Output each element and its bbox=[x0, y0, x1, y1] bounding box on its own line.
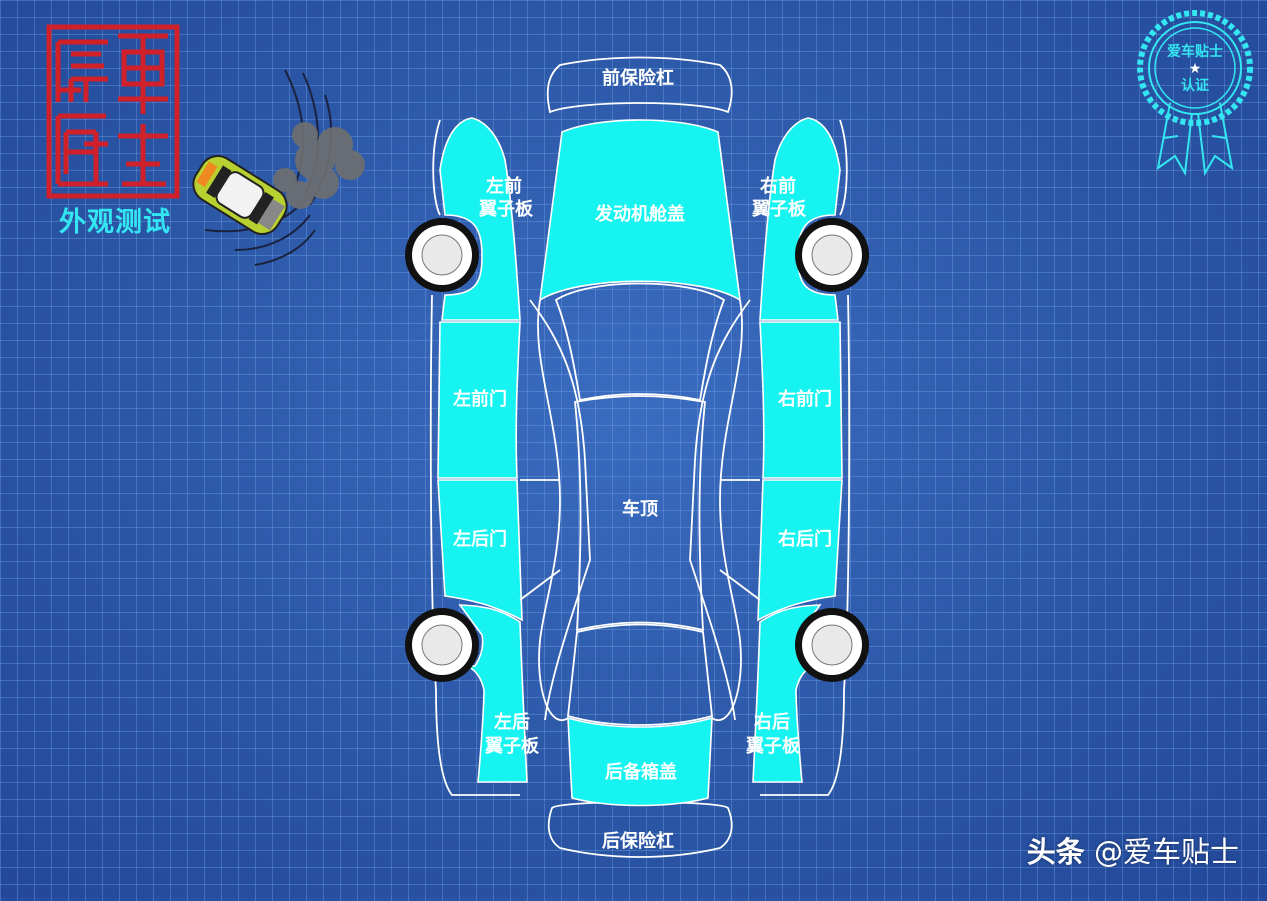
left-rear-door-panel bbox=[437, 479, 523, 622]
label-trunk: 后备箱盖 bbox=[605, 761, 677, 783]
label-left-front-fender-line2: 翼子板 bbox=[478, 198, 534, 220]
body-outline bbox=[537, 299, 743, 721]
front-bumper-panel bbox=[546, 56, 733, 114]
logo-stamp bbox=[46, 24, 180, 199]
wheels bbox=[405, 218, 869, 682]
wheel-rear-right bbox=[795, 608, 869, 682]
badge-line2: 认证 bbox=[1181, 77, 1209, 94]
label-right-rear-fender-line2: 翼子板 bbox=[745, 735, 801, 757]
right-front-fender-panel bbox=[759, 117, 841, 321]
label-right-rear-door: 右后门 bbox=[778, 528, 832, 550]
certification-badge: 爱车贴士 ★ 认证 bbox=[1130, 8, 1260, 178]
label-roof: 车顶 bbox=[622, 498, 658, 520]
label-front-bumper: 前保险杠 bbox=[602, 67, 674, 89]
wheel-front-left bbox=[405, 218, 479, 292]
wheel-rear-left bbox=[405, 608, 479, 682]
label-right-rear-fender-line1: 右后 bbox=[754, 711, 790, 733]
badge-line1: 爱车贴士 bbox=[1167, 43, 1223, 60]
watermark-brand: 头条 bbox=[1026, 835, 1085, 869]
label-right-front-fender-line2: 翼子板 bbox=[751, 198, 807, 220]
left-rear-fender-panel bbox=[454, 604, 528, 783]
label-right-front-door: 右前门 bbox=[778, 388, 832, 410]
wheel-front-right bbox=[795, 218, 869, 292]
right-rear-fender-panel bbox=[752, 604, 826, 783]
label-left-front-fender-line1: 左前 bbox=[486, 175, 522, 197]
badge-star-icon: ★ bbox=[1189, 61, 1202, 77]
drift-car-illustration bbox=[185, 65, 370, 270]
right-rear-door-panel bbox=[757, 479, 843, 622]
watermark: 头条 @爱车贴士 bbox=[1027, 829, 1239, 871]
label-right-front-fender-line1: 右前 bbox=[760, 175, 796, 197]
label-left-rear-fender-line1: 左后 bbox=[494, 711, 530, 733]
label-rear-bumper: 后保险杠 bbox=[602, 830, 674, 852]
left-front-door-panel bbox=[437, 321, 521, 479]
logo-caption: 外观测试 bbox=[59, 207, 171, 238]
trunk-panel bbox=[567, 716, 713, 807]
watermark-handle: @爱车贴士 bbox=[1093, 835, 1239, 869]
label-left-rear-door: 左后门 bbox=[453, 528, 507, 550]
label-left-rear-fender-line2: 翼子板 bbox=[484, 735, 540, 757]
right-front-door-panel bbox=[759, 321, 843, 479]
left-front-fender-panel bbox=[439, 117, 521, 321]
label-hood: 发动机舱盖 bbox=[594, 203, 685, 225]
hood-panel bbox=[538, 119, 742, 302]
label-left-front-door: 左前门 bbox=[453, 388, 507, 410]
